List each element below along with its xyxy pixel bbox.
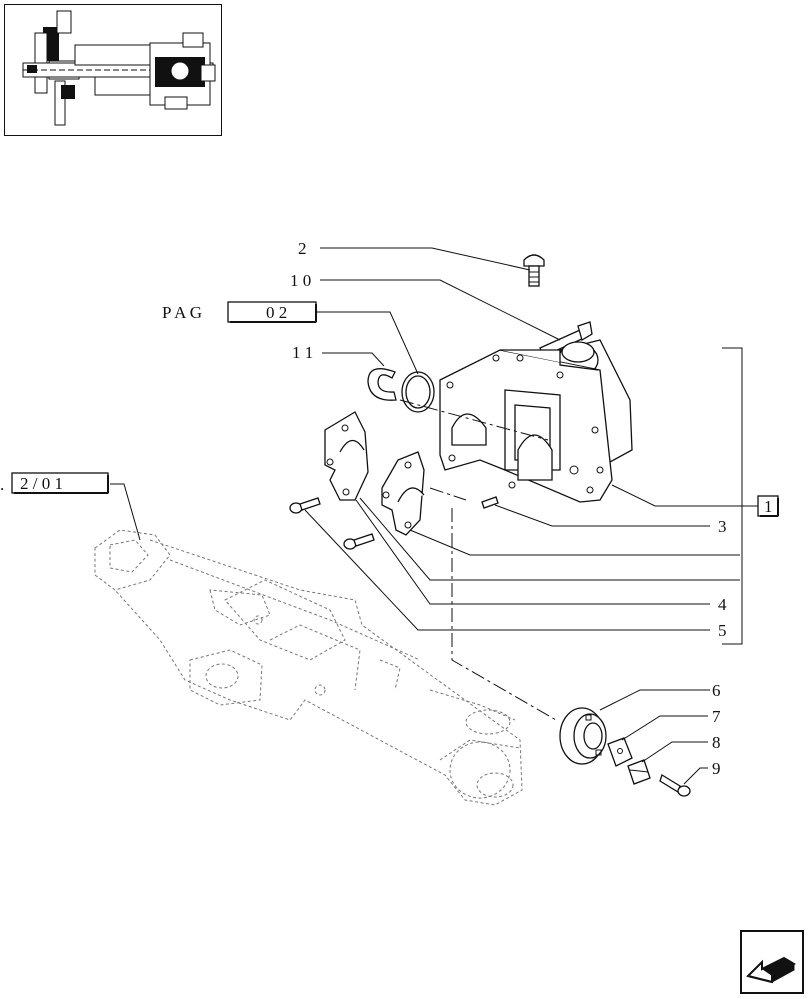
axle-reference-value: 2 / 0 1: [20, 474, 63, 493]
sleeve-6: [559, 707, 607, 765]
bolt-2: [523, 254, 545, 287]
screw-9: [659, 774, 691, 797]
callout-7: 7: [712, 707, 721, 726]
page-reference-value: 0 2: [266, 303, 287, 322]
axle-overview-thumbnail: [4, 4, 222, 136]
assembly-axis-line: [399, 399, 549, 441]
callout-9: 9: [712, 759, 721, 778]
lock-tab-8: [627, 759, 651, 785]
callout-8: 8: [712, 733, 721, 752]
axle-thumbnail-drawing: [22, 10, 216, 126]
assembly-axis-line-2: [429, 487, 467, 501]
bearing-cap-right: [381, 451, 425, 536]
callout-4: 4: [718, 595, 727, 614]
cap-bolt-lower: [343, 533, 375, 550]
page-reference-prefix: P A G: [162, 303, 202, 322]
leader-lines: [110, 247, 758, 785]
seal-ring: [401, 371, 435, 413]
callout-11: 1 1: [292, 343, 313, 362]
assembly-reference[interactable]: 1: [757, 495, 779, 517]
axle-reference[interactable]: . 2 / 0 1: [0, 472, 109, 494]
callout-6: 6: [712, 681, 721, 700]
callout-5: 5: [718, 621, 727, 640]
dowel-pin-3: [481, 496, 499, 509]
callout-2: 2: [298, 239, 307, 258]
assembly-reference-value: 1: [764, 497, 773, 516]
arrow-icon: [746, 956, 797, 984]
bearing-cap-left: [324, 411, 369, 501]
axle-housing-ghost: [94, 529, 523, 806]
axle-reference-prefix: .: [0, 475, 4, 494]
lock-plate-7: [607, 737, 633, 767]
callout-10: 1 0: [290, 271, 311, 290]
previous-page-arrow-icon[interactable]: [740, 930, 804, 994]
callout-3: 3: [718, 517, 727, 536]
assembly-axis-line-3: [451, 508, 557, 721]
snap-ring-11: [367, 368, 397, 401]
cap-bolt-upper: [289, 497, 321, 514]
page-reference[interactable]: P A G 0 2: [162, 301, 317, 323]
housing-bracket-1: [439, 339, 633, 503]
